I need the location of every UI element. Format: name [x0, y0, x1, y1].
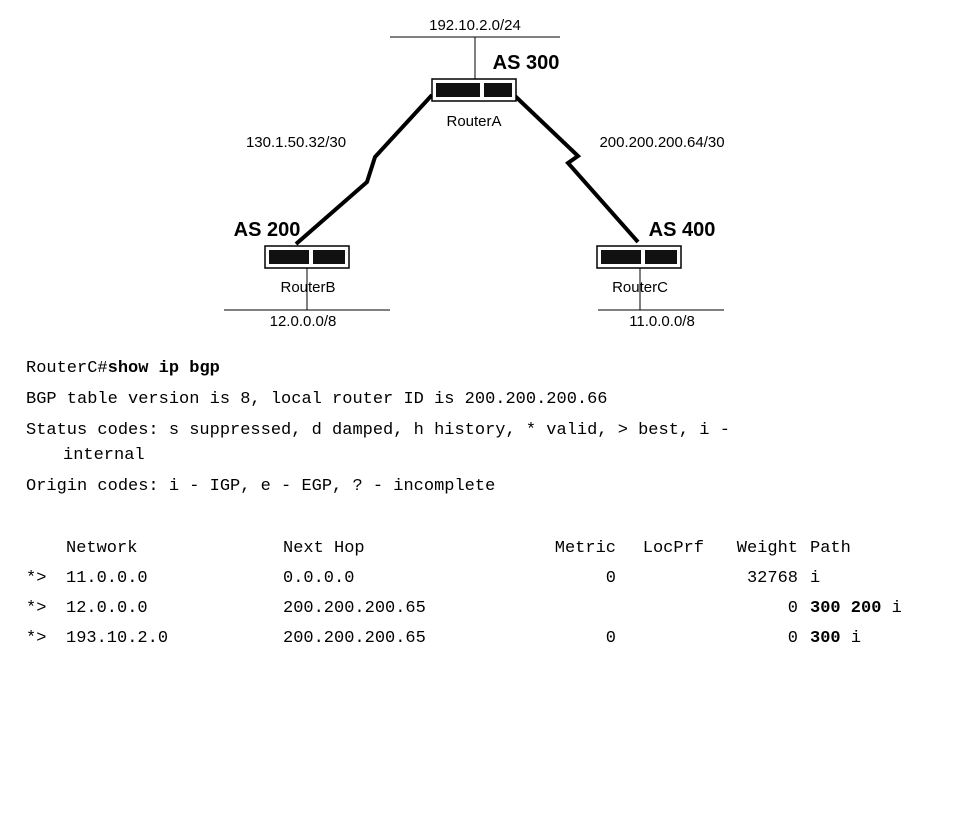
- router-b-network-label: 12.0.0.0/8: [270, 313, 337, 330]
- row-next-hop: 200.200.200.65: [283, 599, 426, 618]
- row-status: *>: [26, 569, 47, 588]
- router-a-name: RouterA: [446, 113, 501, 130]
- router-b-as: AS 200: [234, 219, 301, 241]
- row-path-origin: i: [891, 599, 902, 618]
- router-b-name: RouterB: [280, 279, 335, 296]
- row-network: 12.0.0.0: [66, 599, 148, 618]
- row-path-as: 300 200: [810, 599, 882, 618]
- cli-output: RouterC#show ip bgp BGP table version is…: [26, 358, 946, 648]
- status-codes-continuation: internal: [63, 446, 145, 465]
- row-path: 300 200 i: [810, 598, 902, 620]
- bgp-version-line: BGP table version is 8, local router ID …: [26, 390, 608, 409]
- row-network: 193.10.2.0: [66, 629, 169, 648]
- link-ac-serial: [513, 94, 640, 244]
- link-ac-label: 200.200.200.64/30: [599, 134, 724, 151]
- network-topology-diagram: 192.10.2.0/24 130.1.50.32/30 200.200.200…: [224, 17, 725, 330]
- bgp-table-header: Network Next Hop Metric LocPrf Weight Pa…: [26, 538, 946, 560]
- row-next-hop: 0.0.0.0: [283, 569, 355, 588]
- cli-command-line: RouterC#show ip bgp: [26, 358, 220, 380]
- header-metric: Metric: [554, 539, 616, 558]
- row-path: i: [810, 568, 820, 590]
- header-weight: Weight: [736, 539, 798, 558]
- header-locprf: LocPrf: [642, 539, 704, 558]
- row-weight: 0: [787, 599, 798, 618]
- router-c-as: AS 400: [649, 219, 716, 241]
- table-row: *> 193.10.2.0 200.200.200.65 0 0 300 i: [26, 628, 946, 650]
- row-weight: 0: [787, 629, 798, 648]
- router-a-as: AS 300: [493, 52, 560, 74]
- row-path-origin: i: [850, 629, 862, 648]
- link-ab-label: 130.1.50.32/30: [246, 134, 346, 151]
- row-path-as: 300: [810, 629, 841, 648]
- router-b-icon: [264, 245, 350, 269]
- router-c-icon: [596, 245, 682, 269]
- row-network: 11.0.0.0: [66, 569, 148, 588]
- status-codes-line: Status codes: s suppressed, d damped, h …: [26, 421, 730, 440]
- origin-codes-line: Origin codes: i - IGP, e - EGP, ? - inco…: [26, 477, 496, 496]
- row-status: *>: [26, 629, 47, 648]
- table-row: *> 11.0.0.0 0.0.0.0 0 32768 i: [26, 568, 946, 590]
- cli-command: show ip bgp: [107, 359, 220, 378]
- row-path: 300 i: [810, 628, 861, 650]
- row-path-origin: i: [810, 569, 821, 588]
- row-status: *>: [26, 599, 47, 618]
- table-row: *> 12.0.0.0 200.200.200.65 0 300 200 i: [26, 598, 946, 620]
- router-a-icon: [431, 78, 517, 102]
- row-metric: 0: [605, 629, 616, 648]
- row-weight: 32768: [746, 569, 798, 588]
- cli-prompt: RouterC#: [26, 359, 108, 378]
- header-path: Path: [810, 539, 851, 558]
- link-ab-serial: [294, 93, 434, 246]
- header-network: Network: [66, 539, 138, 558]
- top-network-label: 192.10.2.0/24: [429, 17, 521, 34]
- header-next-hop: Next Hop: [283, 539, 365, 558]
- row-next-hop: 200.200.200.65: [283, 629, 426, 648]
- row-metric: 0: [605, 569, 616, 588]
- router-c-network-label: 11.0.0.0/8: [629, 313, 695, 330]
